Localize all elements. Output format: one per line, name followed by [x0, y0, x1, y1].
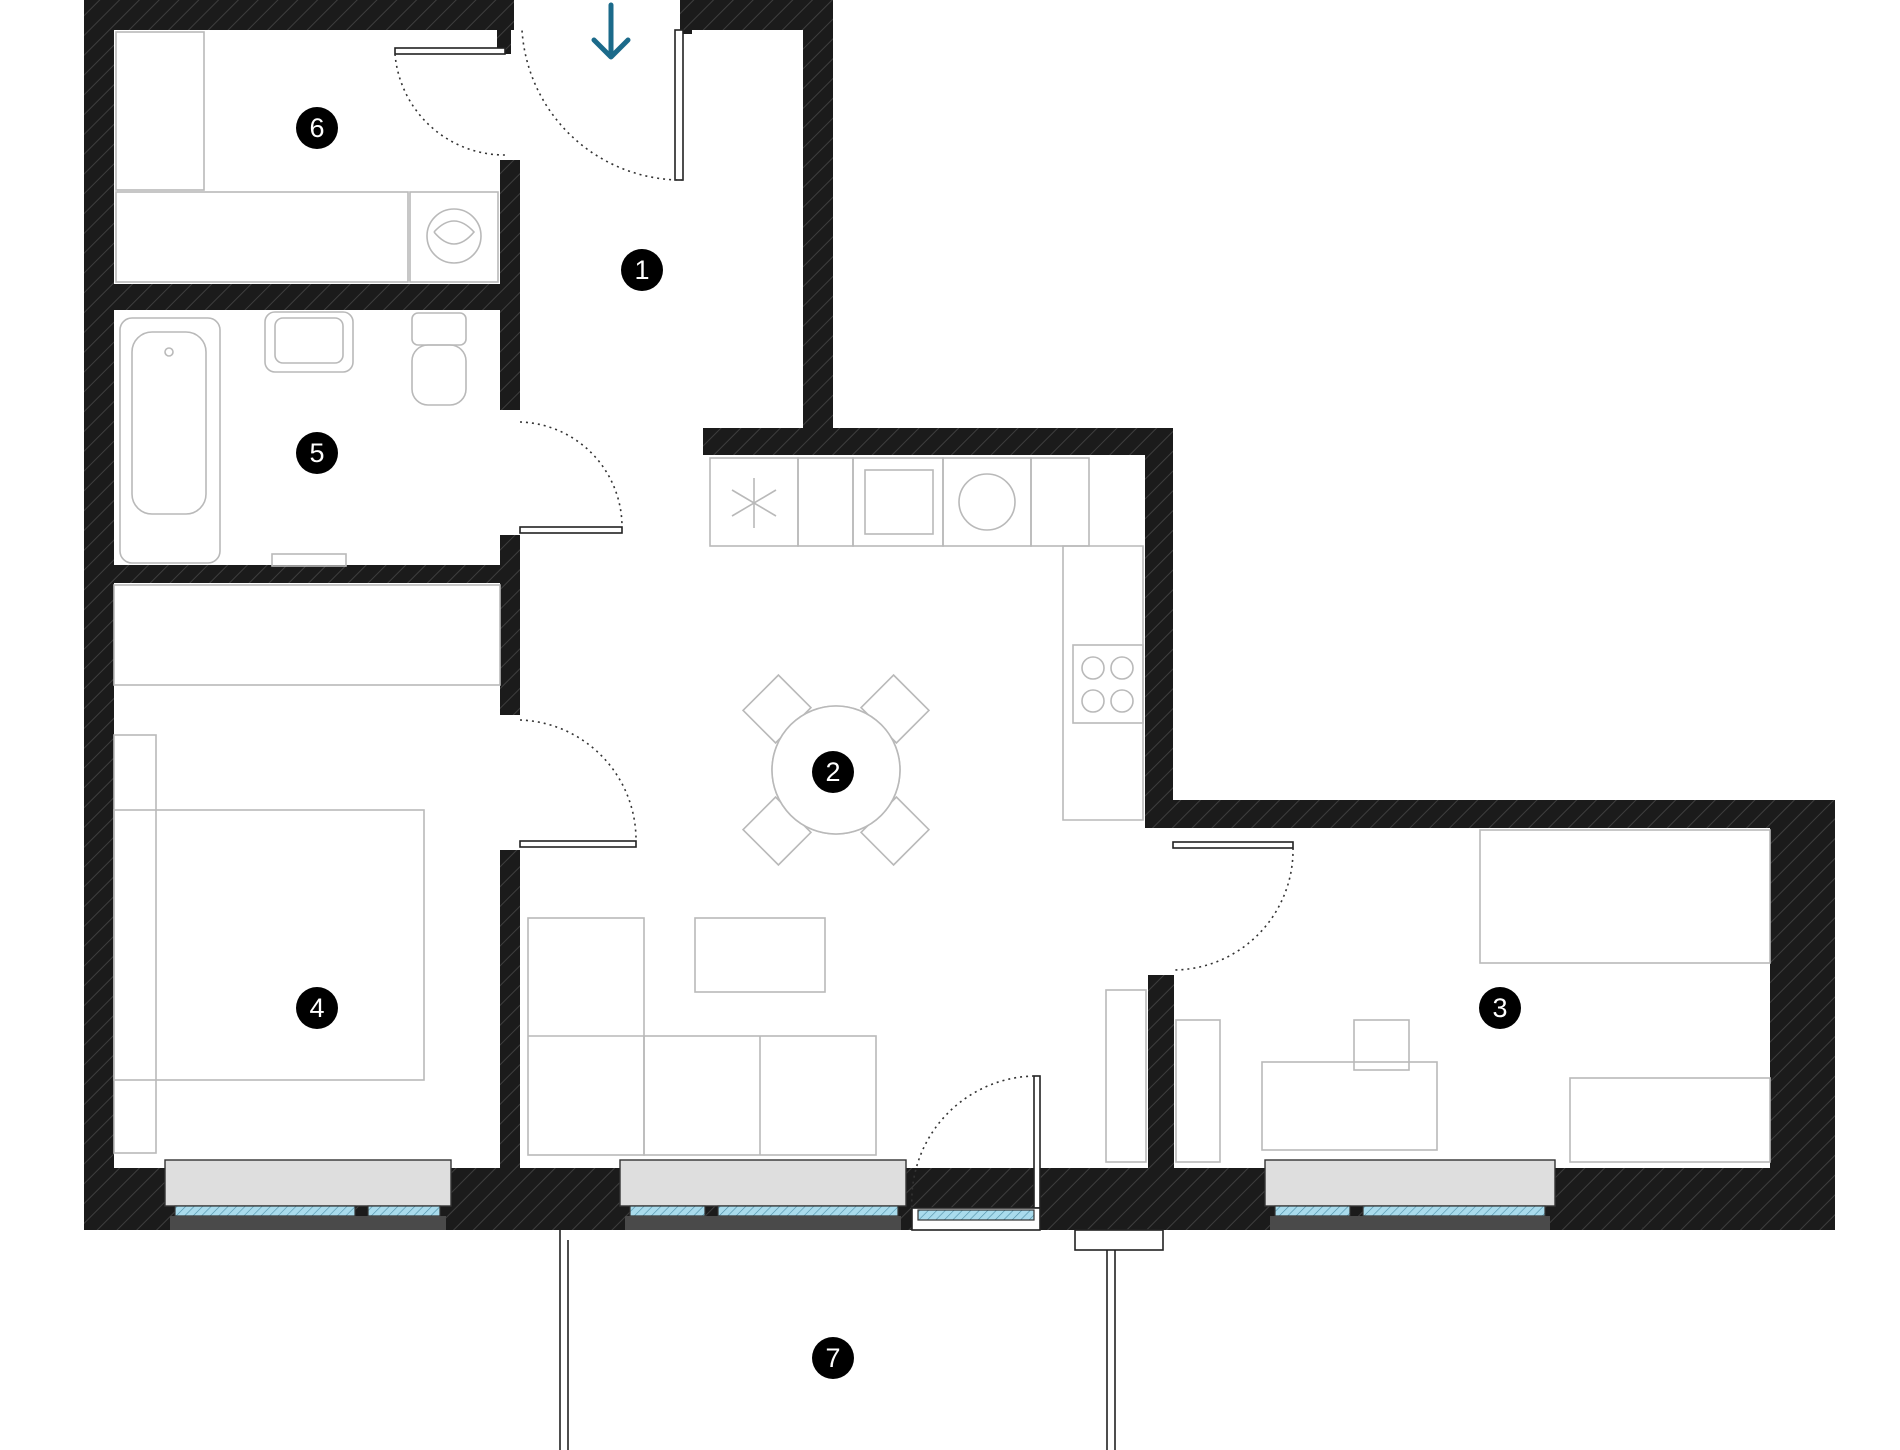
room-3-bed [1569, 1077, 1771, 1163]
room-label-5: 5 [309, 438, 324, 468]
utility-counter [115, 191, 409, 283]
toilet [411, 344, 467, 406]
window-room-4 [164, 1159, 452, 1230]
bedroom-4-wardrobe [113, 584, 501, 686]
room-label-7: 7 [825, 1343, 840, 1373]
door-5-leaf [519, 526, 623, 534]
washing-machine [409, 191, 499, 283]
door-3-swing [1172, 847, 1294, 971]
entrance-door-swing [521, 29, 684, 181]
snowflake-icon [731, 478, 777, 528]
bathtub [119, 317, 221, 564]
room-marker-2: 2 [812, 751, 854, 793]
entrance-door-leaf [674, 29, 684, 181]
door-3-leaf [1172, 841, 1294, 849]
doors [394, 29, 1294, 1231]
room-markers: 1 2 3 4 5 6 7 [296, 107, 1521, 1379]
balcony-door-leaf [1033, 1075, 1041, 1209]
dishwasher [942, 457, 1032, 547]
balcony [559, 1229, 1164, 1450]
door-6-leaf [394, 47, 506, 55]
room-marker-4: 4 [296, 987, 338, 1029]
room-marker-6: 6 [296, 107, 338, 149]
room-3-wardrobe [1479, 829, 1771, 964]
bedside-table [113, 734, 157, 1154]
windows [164, 1159, 1556, 1230]
window-balcony-door [917, 1209, 1035, 1221]
wardrobe [115, 31, 205, 191]
room-label-4: 4 [309, 993, 324, 1023]
door-6-swing [394, 53, 506, 156]
furniture [113, 31, 1771, 1163]
door-4-leaf [519, 840, 637, 848]
washing-machine-drum [426, 208, 482, 264]
cooktop [1072, 644, 1144, 724]
door-4-swing [519, 719, 637, 842]
room-label-2: 2 [825, 757, 840, 787]
entry-arrow [591, 2, 631, 60]
room-label-3: 3 [1492, 993, 1507, 1023]
room-marker-5: 5 [296, 432, 338, 474]
room-3-shelf [1175, 1019, 1221, 1163]
room-marker-1: 1 [621, 249, 663, 291]
room-marker-3: 3 [1479, 987, 1521, 1029]
bed [113, 809, 425, 1081]
living-cabinet [1105, 989, 1147, 1163]
desk [1261, 1061, 1438, 1151]
coffee-table [694, 917, 826, 993]
walls [84, 0, 1835, 1230]
kitchen-counter-right [1062, 545, 1144, 821]
washbasin [264, 311, 354, 373]
room-label-6: 6 [309, 113, 324, 143]
room-marker-7: 7 [812, 1337, 854, 1379]
room-label-1: 1 [634, 255, 649, 285]
bath-radiator [271, 553, 347, 567]
desk-chair [1353, 1019, 1410, 1071]
kitchen-sink-cabinet [852, 457, 944, 547]
window-room-2 [619, 1159, 907, 1230]
door-5-swing [519, 421, 623, 528]
toilet-tank [411, 312, 467, 346]
window-room-3 [1264, 1159, 1556, 1230]
